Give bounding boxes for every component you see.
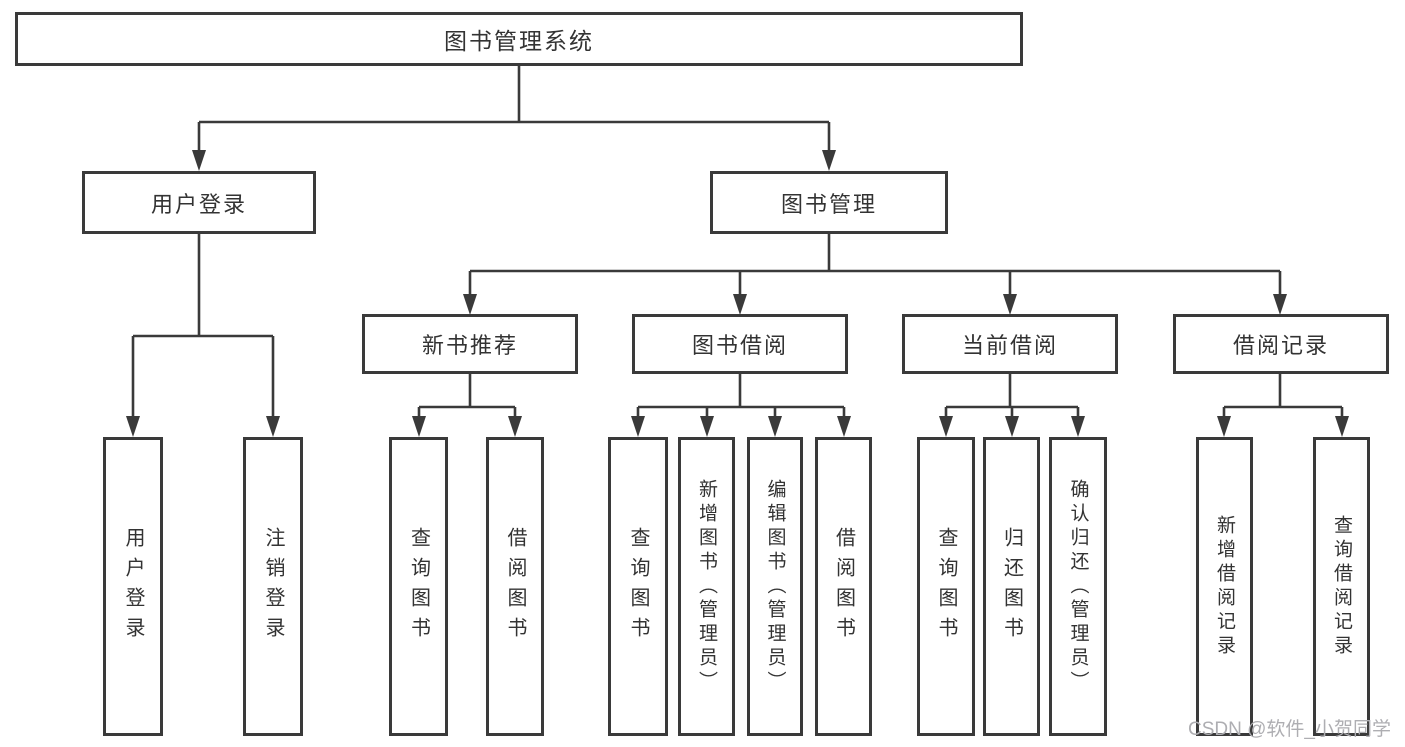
leaf-edit-books-admin-label: 编辑图书（管理员） (764, 478, 786, 695)
node-book-borrow: 图书借阅 (632, 314, 848, 374)
leaf-return-books: 归还图书 (983, 437, 1040, 736)
leaf-add-books-admin-label: 新增图书（管理员） (696, 478, 717, 695)
leaf-edit-books-admin: 编辑图书（管理员） (747, 437, 803, 736)
leaf-query-books-current: 查询图书 (917, 437, 975, 736)
leaf-query-books-borrow: 查询图书 (608, 437, 668, 736)
leaf-add-borrow-record: 新增借阅记录 (1196, 437, 1253, 736)
leaf-query-books-recommend: 查询图书 (389, 437, 448, 736)
leaf-return-books-label: 归还图书 (1000, 526, 1023, 647)
leaf-borrow-books-recommend: 借阅图书 (486, 437, 544, 736)
node-current-borrow: 当前借阅 (902, 314, 1118, 374)
leaf-borrow-books-recommend-label: 借阅图书 (504, 526, 526, 647)
leaf-query-books-recommend-label: 查询图书 (407, 526, 430, 647)
node-new-book-recommend: 新书推荐 (362, 314, 578, 374)
leaf-query-books-current-label: 查询图书 (935, 526, 957, 647)
leaf-confirm-return-admin: 确认归还（管理员） (1049, 437, 1107, 736)
leaf-borrow-books-label: 借阅图书 (832, 526, 855, 647)
node-user-login: 用户登录 (82, 171, 316, 234)
leaf-logout-label: 注销登录 (262, 526, 284, 647)
leaf-borrow-books: 借阅图书 (815, 437, 872, 736)
leaf-add-borrow-record-label: 新增借阅记录 (1214, 514, 1235, 659)
leaf-logout: 注销登录 (243, 437, 303, 736)
node-book-management: 图书管理 (710, 171, 948, 234)
node-library-management-system: 图书管理系统 (15, 12, 1023, 66)
leaf-query-borrow-record: 查询借阅记录 (1313, 437, 1370, 736)
watermark: CSDN @软件_小贺同学 (1188, 719, 1391, 740)
leaf-user-login: 用户登录 (103, 437, 163, 736)
arrowheads (126, 150, 1349, 437)
leaf-query-borrow-record-label: 查询借阅记录 (1331, 514, 1352, 659)
leaf-add-books-admin: 新增图书（管理员） (678, 437, 735, 736)
leaf-query-books-borrow-label: 查询图书 (627, 526, 649, 647)
leaf-user-login-label: 用户登录 (122, 526, 144, 647)
node-borrow-records: 借阅记录 (1173, 314, 1389, 374)
leaf-confirm-return-admin-label: 确认归还（管理员） (1067, 478, 1089, 695)
